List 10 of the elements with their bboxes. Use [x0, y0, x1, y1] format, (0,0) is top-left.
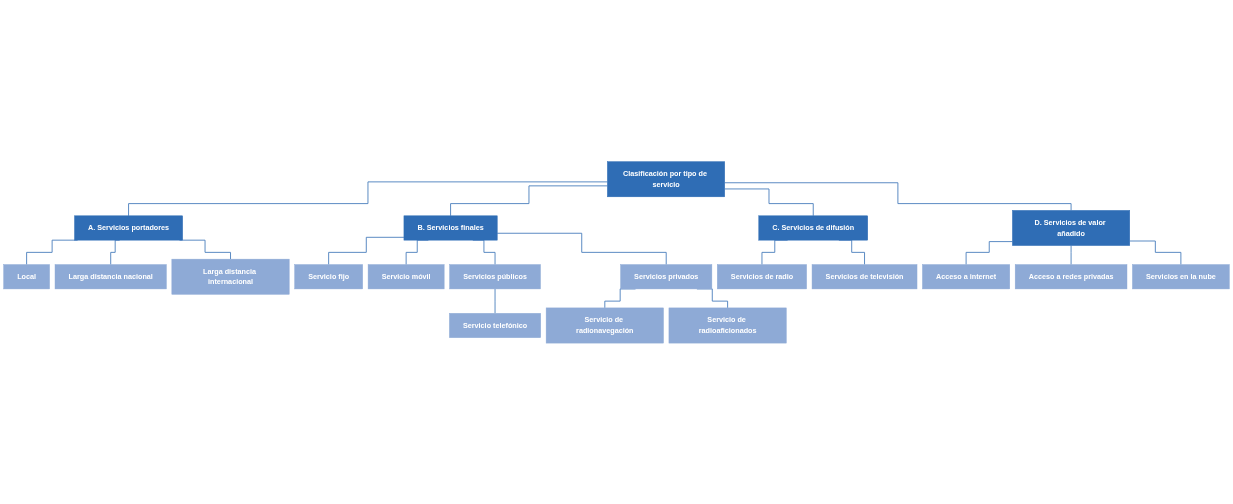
connector [965, 240, 1013, 265]
connector [328, 236, 405, 265]
connector [494, 288, 496, 314]
connector [128, 181, 608, 216]
connector [724, 188, 814, 216]
connector [496, 232, 667, 265]
connector [1070, 244, 1072, 265]
connector [450, 185, 608, 216]
connector [724, 181, 1072, 211]
connector [1129, 240, 1182, 265]
